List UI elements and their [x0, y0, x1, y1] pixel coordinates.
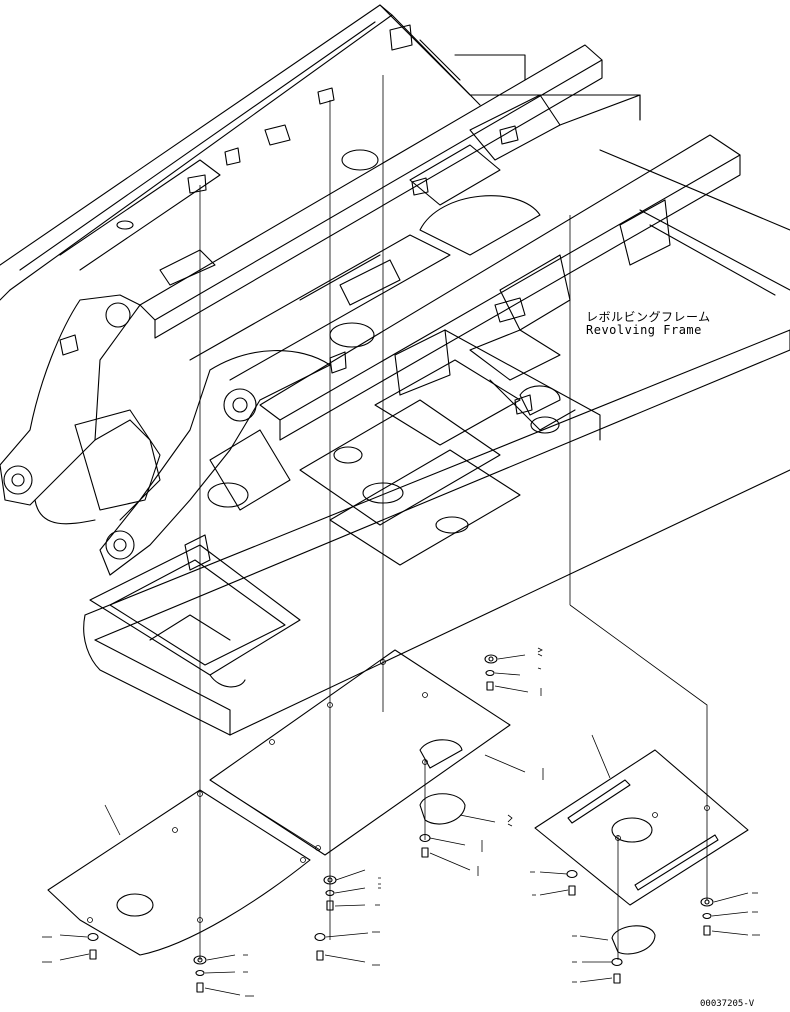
- fasteners: [87, 654, 714, 993]
- inspection-cover-right: [611, 925, 656, 955]
- part-label-en: Revolving Frame: [586, 323, 702, 337]
- drawing-number: 00037205-V: [700, 999, 755, 1009]
- assembly-leader-lines: [199, 75, 708, 960]
- under-cover-left: [47, 789, 311, 956]
- inspection-cover-center: [419, 739, 466, 825]
- under-cover-right: [534, 749, 749, 906]
- part-label-jp: レボルビングフレーム: [586, 310, 711, 324]
- callout-leaders: [59, 654, 749, 996]
- revolving-frame: [0, 4, 790, 736]
- under-cover-center: [209, 649, 511, 856]
- callout-ticks: [42, 647, 760, 997]
